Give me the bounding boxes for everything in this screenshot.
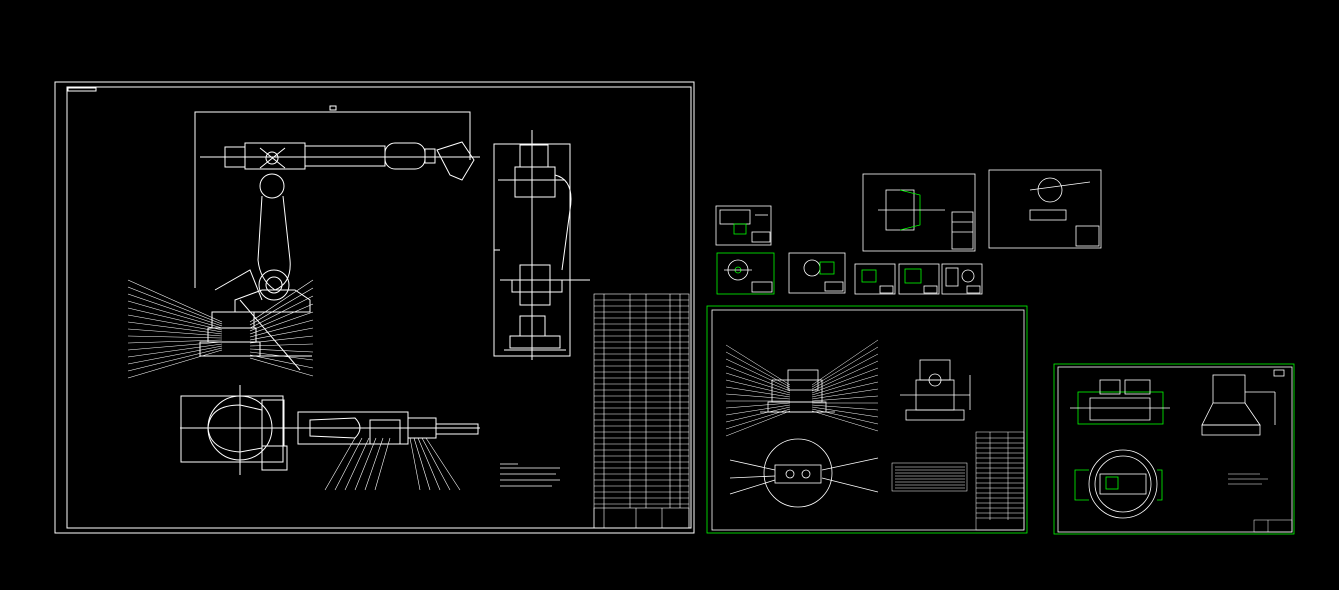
parts-list-table: [593, 293, 690, 529]
small-drawing-3[interactable]: [988, 169, 1102, 249]
small-drawing-8[interactable]: [941, 263, 983, 295]
base-assembly-sheet[interactable]: [706, 305, 1028, 534]
sheet-inner-border: [66, 86, 692, 529]
small-drawing-1[interactable]: [715, 205, 772, 246]
leader-lines-bottom: [324, 437, 461, 491]
sheet-corner-tag: [67, 87, 97, 92]
small-drawing-6[interactable]: [854, 263, 896, 295]
small-drawing-5[interactable]: [788, 252, 846, 294]
base-part-notes: [1228, 473, 1268, 485]
small-drawing-4[interactable]: [716, 252, 775, 295]
small-drawing-7[interactable]: [898, 263, 940, 295]
base-leaders-left: [725, 344, 791, 437]
robot-arm-front-view: [493, 130, 590, 360]
base-parts-table: [975, 431, 1025, 531]
base-part-title-block: [1253, 519, 1293, 533]
robot-arm-side-view: [194, 105, 480, 371]
base-notes-block: [891, 462, 968, 492]
base-side-view: [900, 359, 971, 421]
base-leaders-right: [811, 339, 879, 432]
main-assembly-sheet[interactable]: [54, 81, 695, 534]
technical-notes-block: [500, 463, 560, 487]
robot-arm-top-view: [180, 385, 480, 475]
leader-lines-left: [127, 279, 223, 379]
sheet-outer-border: [54, 81, 695, 534]
base-part-top-view: [1074, 449, 1163, 519]
base-part-sheet[interactable]: [1053, 363, 1295, 535]
base-part-side-view: [1201, 374, 1276, 436]
base-front-view: [760, 369, 835, 413]
base-part-section-view: [1070, 379, 1170, 425]
small-drawing-2[interactable]: [862, 173, 976, 252]
base-top-view: [729, 438, 879, 508]
leader-lines-right: [249, 279, 314, 377]
